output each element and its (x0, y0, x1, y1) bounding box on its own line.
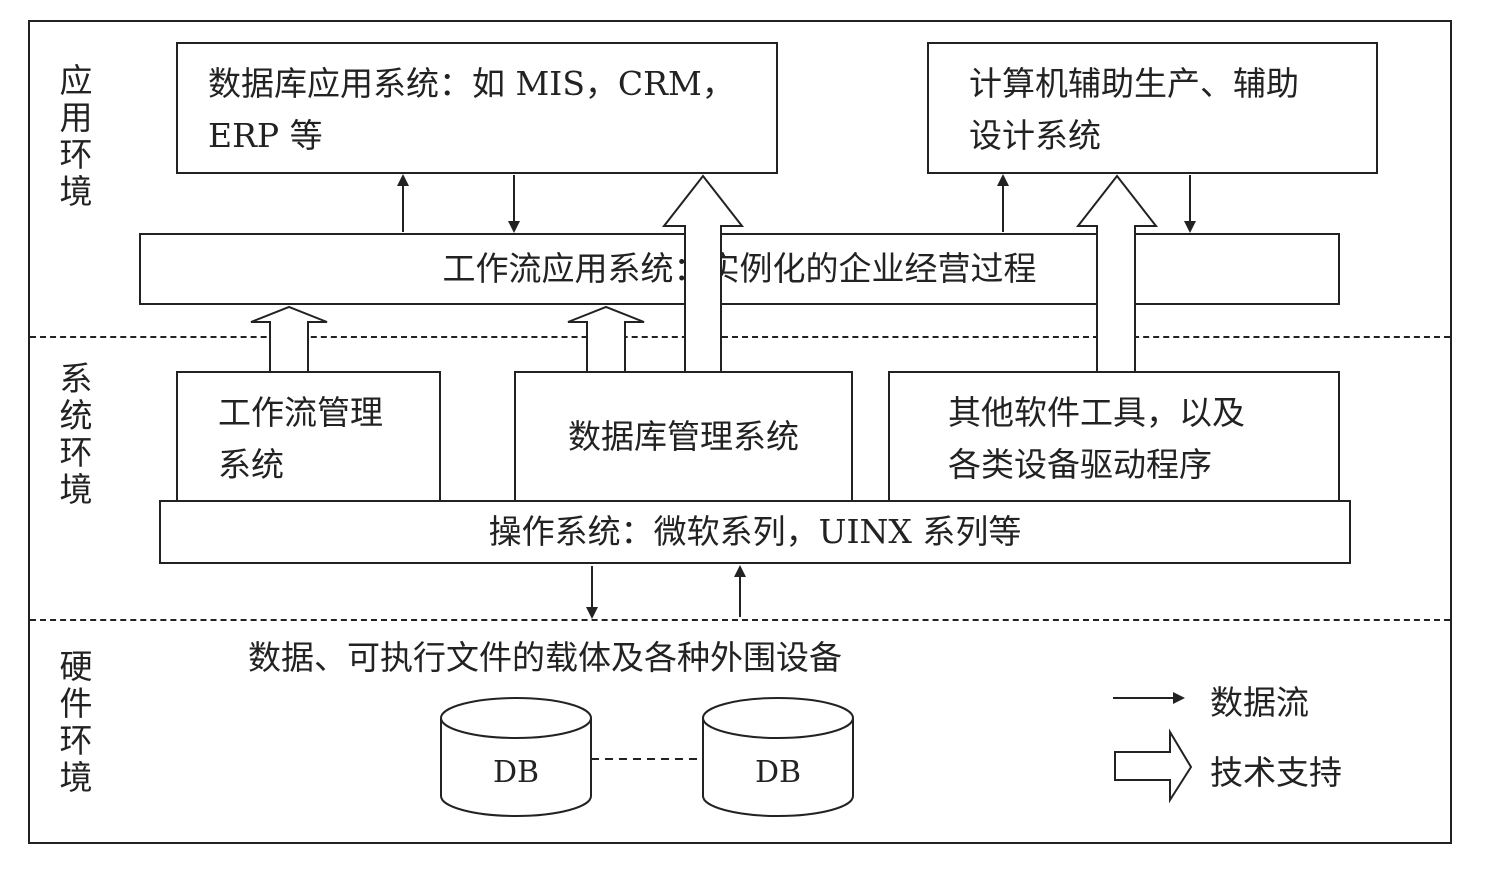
database-cylinder-2 (702, 697, 854, 817)
divider-system-hardware (30, 619, 1450, 621)
diagram-frame (28, 20, 1452, 844)
os-text: 操作系统：微软系列，UINX 系列等 (488, 512, 1022, 551)
dbms-text: 数据库管理系统 (568, 417, 799, 456)
box-workflow-app: 工作流应用系统：实例化的企业经营过程 (139, 233, 1340, 305)
database-apps-text: 数据库应用系统：如 MIS，CRM， ERP 等 (208, 64, 735, 155)
box-dbms: 数据库管理系统 (514, 371, 853, 511)
box-database-apps: 数据库应用系统：如 MIS，CRM， ERP 等 (176, 42, 778, 174)
tech-arrow-dbms-to-database-apps (661, 174, 745, 371)
database-label-1: DB (492, 755, 540, 790)
hardware-caption: 数据、可执行文件的载体及各种外围设备 (248, 638, 842, 677)
workflow-app-text: 工作流应用系统：实例化的企业经营过程 (442, 249, 1037, 288)
other-tools-text: 其他软件工具，以及 各类设备驱动程序 (948, 393, 1245, 484)
tech-arrow-tools-to-cad-cam (1075, 174, 1159, 371)
divider-app-system (30, 336, 1450, 338)
legend-tech-support-arrow (1114, 728, 1193, 804)
workflow-mgmt-text: 工作流管理 系统 (218, 393, 383, 484)
cad-cam-text: 计算机辅助生产、辅助 设计系统 (969, 64, 1299, 155)
tech-arrow-dbms (567, 305, 645, 371)
label-application-environment: 应 用 环 境 (59, 61, 93, 211)
database-cylinder-1 (440, 697, 592, 817)
legend-tech-support-label: 技术支持 (1210, 753, 1342, 792)
legend-data-flow-label: 数据流 (1210, 683, 1309, 722)
box-cad-cam: 计算机辅助生产、辅助 设计系统 (927, 42, 1378, 174)
box-workflow-mgmt: 工作流管理 系统 (176, 371, 441, 511)
box-other-tools: 其他软件工具，以及 各类设备驱动程序 (888, 371, 1340, 511)
label-system-environment: 系 统 环 境 (59, 359, 93, 509)
label-hardware-environment: 硬 件 环 境 (59, 647, 93, 797)
box-operating-system: 操作系统：微软系列，UINX 系列等 (159, 500, 1351, 564)
tech-arrow-workflow-mgmt (250, 305, 328, 371)
database-label-2: DB (754, 755, 802, 790)
